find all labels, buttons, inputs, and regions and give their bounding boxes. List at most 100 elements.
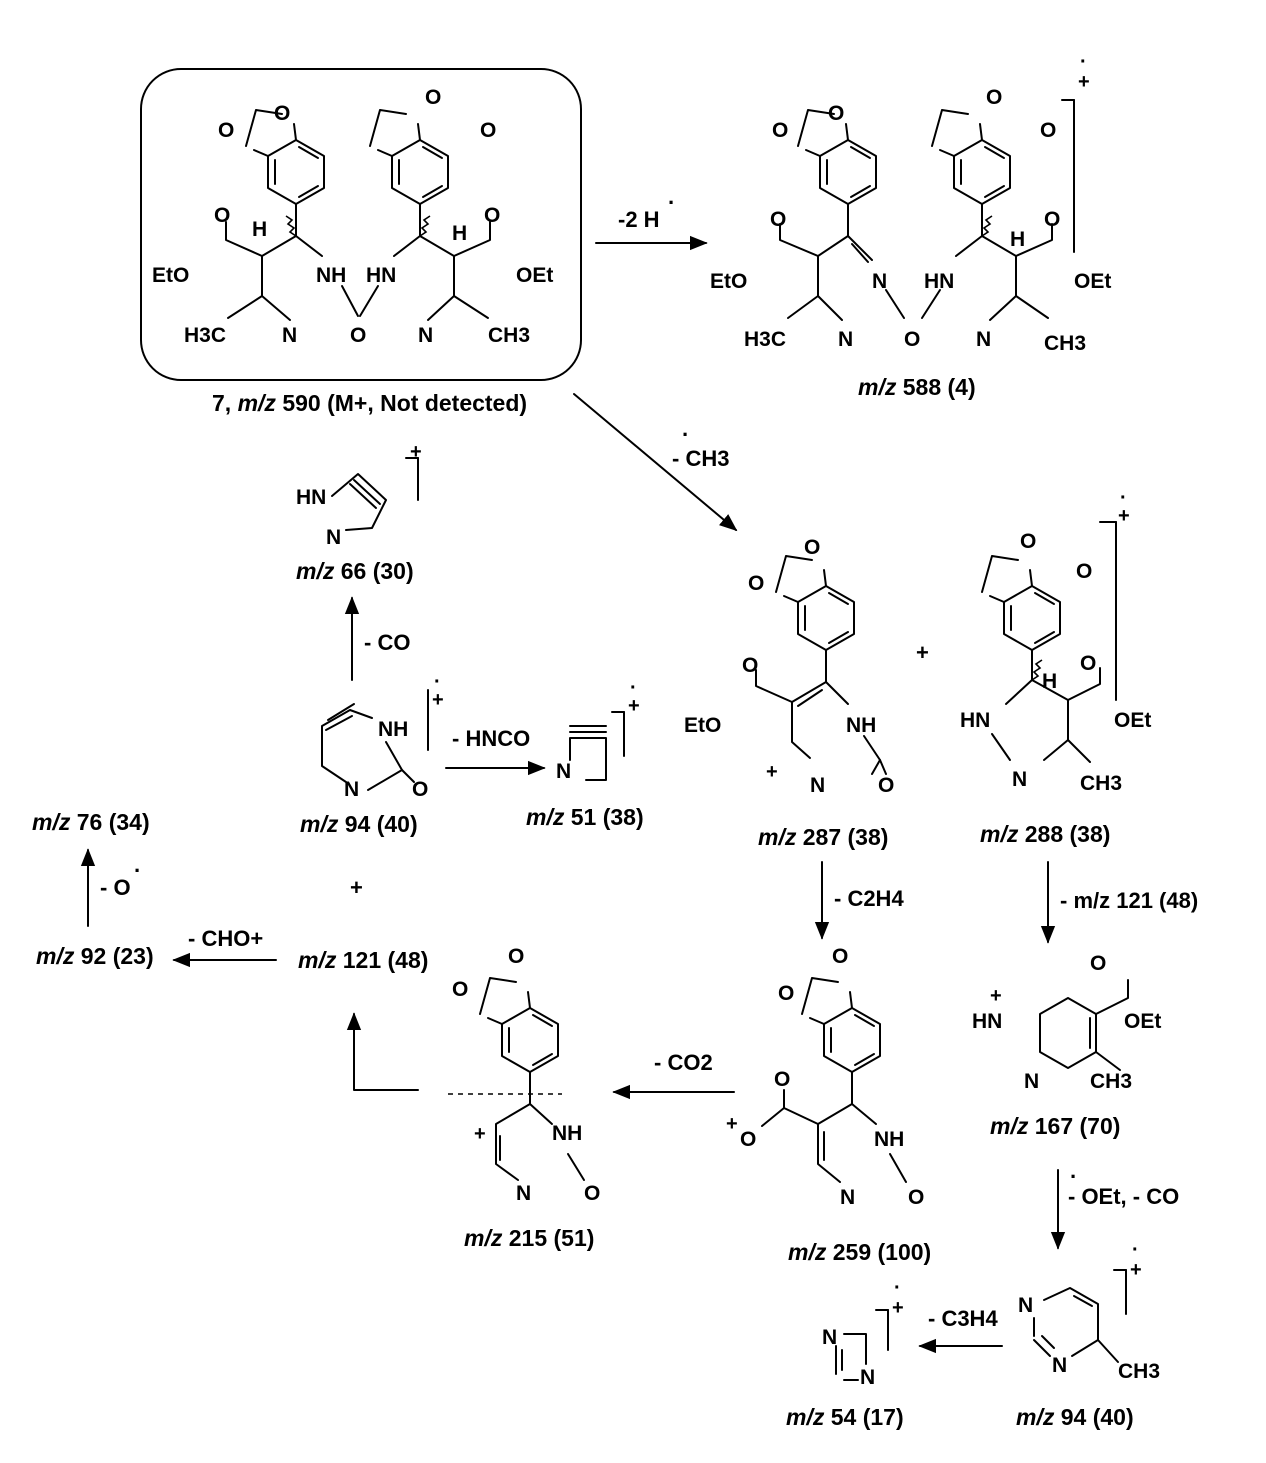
f259-carbonyl-o: O <box>774 1068 790 1091</box>
f54-n-top: N <box>822 1326 837 1349</box>
f288-n: N <box>1012 768 1027 791</box>
f54-structure: + · N N <box>822 1277 904 1389</box>
label-f588: m/z 588 (4) <box>858 374 976 400</box>
f287-charge: + <box>766 761 778 783</box>
f66-charge: + <box>410 441 422 463</box>
parent-structure: O O O O O O H H EtO OEt NH HN H3C N O N … <box>152 86 553 347</box>
f94b-n-bottom: N <box>1052 1354 1067 1377</box>
parent-h3c: H3C <box>184 324 226 347</box>
f588-carbonyl-o-right: O <box>1044 208 1060 231</box>
f287-structure: O O O EtO NH + N O <box>684 536 894 797</box>
parent-n-right: N <box>418 324 433 347</box>
parent-box <box>140 68 582 381</box>
parent-o1: O <box>274 102 290 125</box>
f588-n-top: N <box>872 270 887 293</box>
f259-structure: O O O + O NH N O <box>726 945 924 1209</box>
label-f121: m/z 121 (48) <box>298 947 428 973</box>
label-f51: m/z 51 (38) <box>526 804 644 830</box>
f588-oet: OEt <box>1074 270 1111 293</box>
f588-ch3: CH3 <box>1044 332 1086 355</box>
f167-hn: HN <box>972 1010 1002 1033</box>
parent-h-right: H <box>452 222 467 245</box>
arrow-label-minus-c2h4: - C2H4 <box>834 886 904 911</box>
label-f167: m/z 167 (70) <box>990 1113 1120 1139</box>
parent-o4: O <box>480 119 496 142</box>
parent-carbonyl-o-left: O <box>214 204 230 227</box>
f167-structure: O + HN OEt N CH3 <box>972 952 1161 1093</box>
f51-charge: + <box>628 695 640 717</box>
f66-hn: HN <box>296 486 326 509</box>
f215-n: N <box>516 1182 531 1205</box>
f66-n: N <box>326 526 341 549</box>
f287-o1: O <box>804 536 820 559</box>
f288-h: H <box>1042 670 1057 693</box>
f94a-nh: NH <box>378 718 408 741</box>
f588-o2: O <box>772 119 788 142</box>
f288-ch3: CH3 <box>1080 772 1122 795</box>
label-f66: m/z 66 (30) <box>296 558 414 584</box>
f167-carbonyl-o: O <box>1090 952 1106 975</box>
label-f92: m/z 92 (23) <box>36 943 154 969</box>
f259-nh: NH <box>874 1128 904 1151</box>
f167-oet: OEt <box>1124 1010 1161 1033</box>
f588-h3c: H3C <box>744 328 786 351</box>
arrow-minus-ch3 <box>573 393 738 532</box>
f288-o1: O <box>1020 530 1036 553</box>
label-f288: m/z 288 (38) <box>980 821 1110 847</box>
label-f259: m/z 259 (100) <box>788 1239 931 1265</box>
arrow-label-minus-hnco: - HNCO <box>452 726 530 751</box>
arrow-label-minus-121: - m/z 121 (48) <box>1060 888 1198 913</box>
f588-o-bridge: O <box>904 328 920 351</box>
f588-hn: HN <box>924 270 954 293</box>
plus-94-121: + <box>350 875 363 900</box>
f215-structure: O O + NH N O <box>448 945 600 1205</box>
f167-charge: + <box>990 985 1002 1007</box>
f259-o: O <box>908 1186 924 1209</box>
f588-h: H <box>1010 228 1025 251</box>
f215-o1: O <box>508 945 524 968</box>
f288-radical-dot: · <box>1120 487 1127 509</box>
f259-o1: O <box>832 945 848 968</box>
f588-structure: + · O O O O O O H EtO N HN OEt H3C N O N… <box>710 51 1111 355</box>
f54-radical-dot: · <box>894 1277 901 1299</box>
f259-o-cation: O <box>740 1128 756 1151</box>
f215-o2: O <box>452 978 468 1001</box>
f288-charge: + <box>1118 505 1130 527</box>
f588-carbonyl-o-left: O <box>770 208 786 231</box>
f588-n-right: N <box>976 328 991 351</box>
plus-287-288: + <box>916 640 929 665</box>
f287-eto: EtO <box>684 714 721 737</box>
f288-carbonyl-o: O <box>1080 652 1096 675</box>
f588-n-left: N <box>838 328 853 351</box>
f588-o1: O <box>828 102 844 125</box>
label-f287: m/z 287 (38) <box>758 824 888 850</box>
f94a-structure: + · NH N O <box>321 671 444 801</box>
f54-charge: + <box>892 1297 904 1319</box>
f215-nh: NH <box>552 1122 582 1145</box>
f94b-ch3: CH3 <box>1118 1360 1160 1383</box>
f588-o4: O <box>1040 119 1056 142</box>
parent-ch3: CH3 <box>488 324 530 347</box>
f288-structure: + · O O O H HN OEt N CH3 <box>960 487 1151 795</box>
arrow-label-minus-oet-co: - OEt, - CO <box>1068 1184 1179 1209</box>
f588-o3: O <box>986 86 1002 109</box>
arrow-label-minus-co2: - CO2 <box>654 1050 713 1075</box>
f588-charge: + <box>1078 71 1090 93</box>
parent-o3: O <box>425 86 441 109</box>
arrow-label-minus-cho: - CHO+ <box>188 926 263 951</box>
f259-charge: + <box>726 1113 738 1135</box>
f94b-radical-dot: · <box>1132 1239 1139 1261</box>
arrow-215-to-121 <box>346 1012 419 1091</box>
f287-nh: NH <box>846 714 876 737</box>
f94a-o: O <box>412 778 428 801</box>
f94b-n-top: N <box>1018 1294 1033 1317</box>
parent-n-left: N <box>282 324 297 347</box>
f288-oet: OEt <box>1114 709 1151 732</box>
arrow-label-minus-o: - O <box>100 875 131 900</box>
label-f54: m/z 54 (17) <box>786 1404 904 1430</box>
parent-carbonyl-o-right: O <box>484 204 500 227</box>
arrow-label-minus-c3h4: - C3H4 <box>928 1306 998 1331</box>
f259-o2: O <box>778 982 794 1005</box>
label-f94a: m/z 94 (40) <box>300 811 418 837</box>
